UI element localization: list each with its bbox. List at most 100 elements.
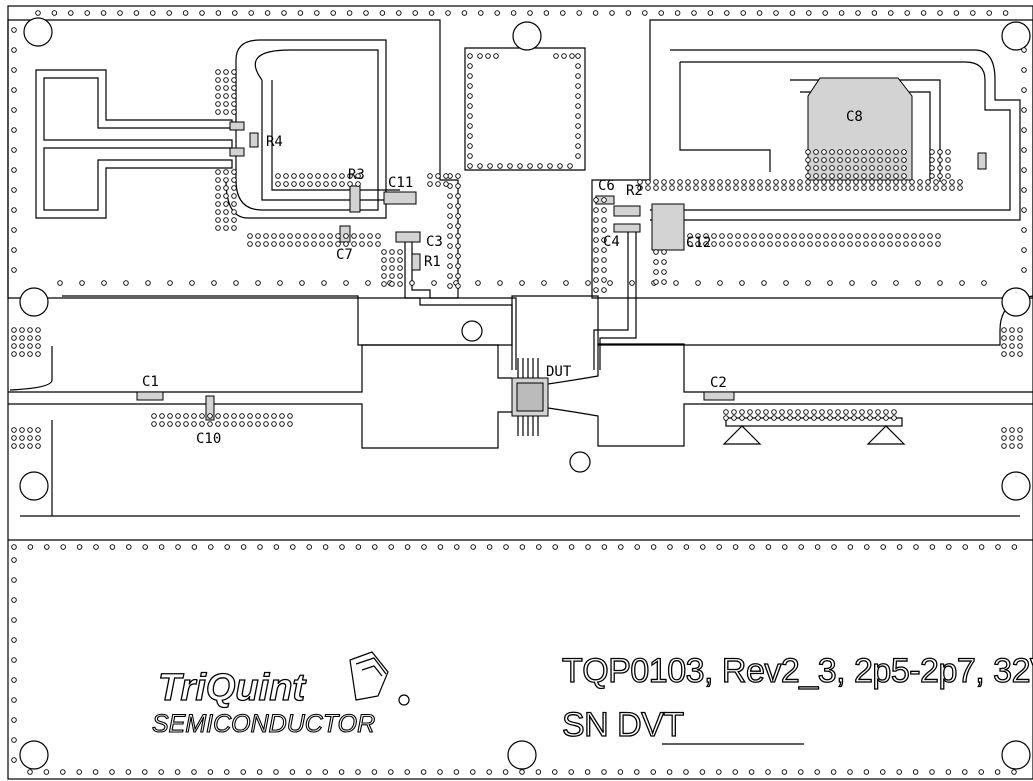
via bbox=[757, 179, 763, 185]
via bbox=[767, 233, 773, 239]
via bbox=[478, 10, 484, 16]
via bbox=[455, 273, 461, 279]
via bbox=[371, 769, 378, 775]
via bbox=[248, 10, 254, 16]
via bbox=[547, 163, 553, 169]
via bbox=[381, 281, 387, 287]
via bbox=[740, 10, 746, 16]
via bbox=[767, 241, 773, 247]
via bbox=[791, 241, 797, 247]
via bbox=[893, 157, 899, 163]
via bbox=[27, 335, 33, 341]
via bbox=[35, 443, 41, 449]
via bbox=[829, 179, 835, 185]
via bbox=[869, 157, 875, 163]
via bbox=[11, 147, 17, 153]
via bbox=[231, 93, 237, 99]
via bbox=[755, 409, 761, 415]
via bbox=[700, 544, 706, 550]
via bbox=[807, 233, 813, 239]
via bbox=[727, 241, 733, 247]
via bbox=[287, 233, 293, 239]
via bbox=[795, 409, 801, 415]
via bbox=[1011, 769, 1017, 775]
via bbox=[751, 241, 757, 247]
via bbox=[634, 769, 640, 775]
via bbox=[1017, 351, 1023, 357]
via bbox=[307, 173, 313, 179]
via bbox=[552, 769, 558, 775]
via bbox=[661, 259, 667, 265]
via bbox=[279, 241, 285, 247]
via bbox=[255, 233, 261, 239]
via bbox=[355, 173, 361, 179]
via bbox=[569, 53, 575, 59]
via bbox=[711, 241, 717, 247]
via bbox=[719, 233, 725, 239]
via bbox=[568, 544, 575, 550]
via bbox=[725, 185, 731, 191]
via bbox=[467, 93, 473, 99]
via bbox=[271, 233, 277, 239]
via bbox=[877, 165, 883, 171]
via bbox=[453, 769, 460, 775]
via bbox=[847, 769, 853, 775]
via bbox=[35, 435, 41, 441]
via bbox=[19, 335, 25, 341]
via bbox=[941, 179, 947, 185]
via bbox=[869, 179, 875, 185]
left-stub bbox=[35, 69, 233, 219]
via bbox=[813, 157, 819, 163]
via bbox=[101, 280, 107, 286]
via bbox=[487, 163, 493, 169]
via bbox=[11, 227, 17, 233]
via bbox=[637, 185, 643, 191]
via bbox=[223, 421, 229, 427]
via bbox=[1021, 247, 1027, 253]
via bbox=[477, 163, 483, 169]
via bbox=[755, 415, 761, 421]
via bbox=[247, 413, 253, 419]
via bbox=[781, 179, 787, 185]
via bbox=[798, 544, 804, 550]
via bbox=[949, 185, 955, 191]
via bbox=[887, 233, 893, 239]
via bbox=[381, 265, 387, 271]
via bbox=[765, 769, 771, 775]
via bbox=[717, 179, 723, 185]
via bbox=[467, 63, 473, 69]
via bbox=[575, 53, 581, 59]
via bbox=[650, 769, 656, 775]
via bbox=[879, 241, 885, 247]
via bbox=[199, 413, 205, 419]
via bbox=[653, 269, 659, 275]
via bbox=[813, 149, 819, 155]
via bbox=[231, 85, 237, 91]
via bbox=[290, 544, 296, 550]
via bbox=[11, 343, 17, 349]
via bbox=[215, 185, 221, 191]
via bbox=[937, 280, 943, 286]
via bbox=[11, 677, 17, 683]
via bbox=[901, 149, 907, 155]
via bbox=[805, 165, 811, 171]
via bbox=[11, 637, 17, 643]
via bbox=[271, 241, 277, 247]
via bbox=[409, 280, 415, 286]
via bbox=[1021, 207, 1027, 213]
via bbox=[27, 343, 33, 349]
via bbox=[331, 181, 337, 187]
via bbox=[347, 181, 353, 187]
via bbox=[11, 27, 17, 33]
via bbox=[27, 427, 33, 433]
via bbox=[231, 185, 237, 191]
via bbox=[716, 544, 722, 550]
via bbox=[299, 173, 305, 179]
via bbox=[84, 10, 90, 16]
via bbox=[843, 409, 849, 415]
via bbox=[93, 544, 99, 550]
via bbox=[255, 413, 261, 419]
via bbox=[735, 233, 741, 239]
via bbox=[299, 181, 305, 187]
via bbox=[68, 10, 74, 16]
